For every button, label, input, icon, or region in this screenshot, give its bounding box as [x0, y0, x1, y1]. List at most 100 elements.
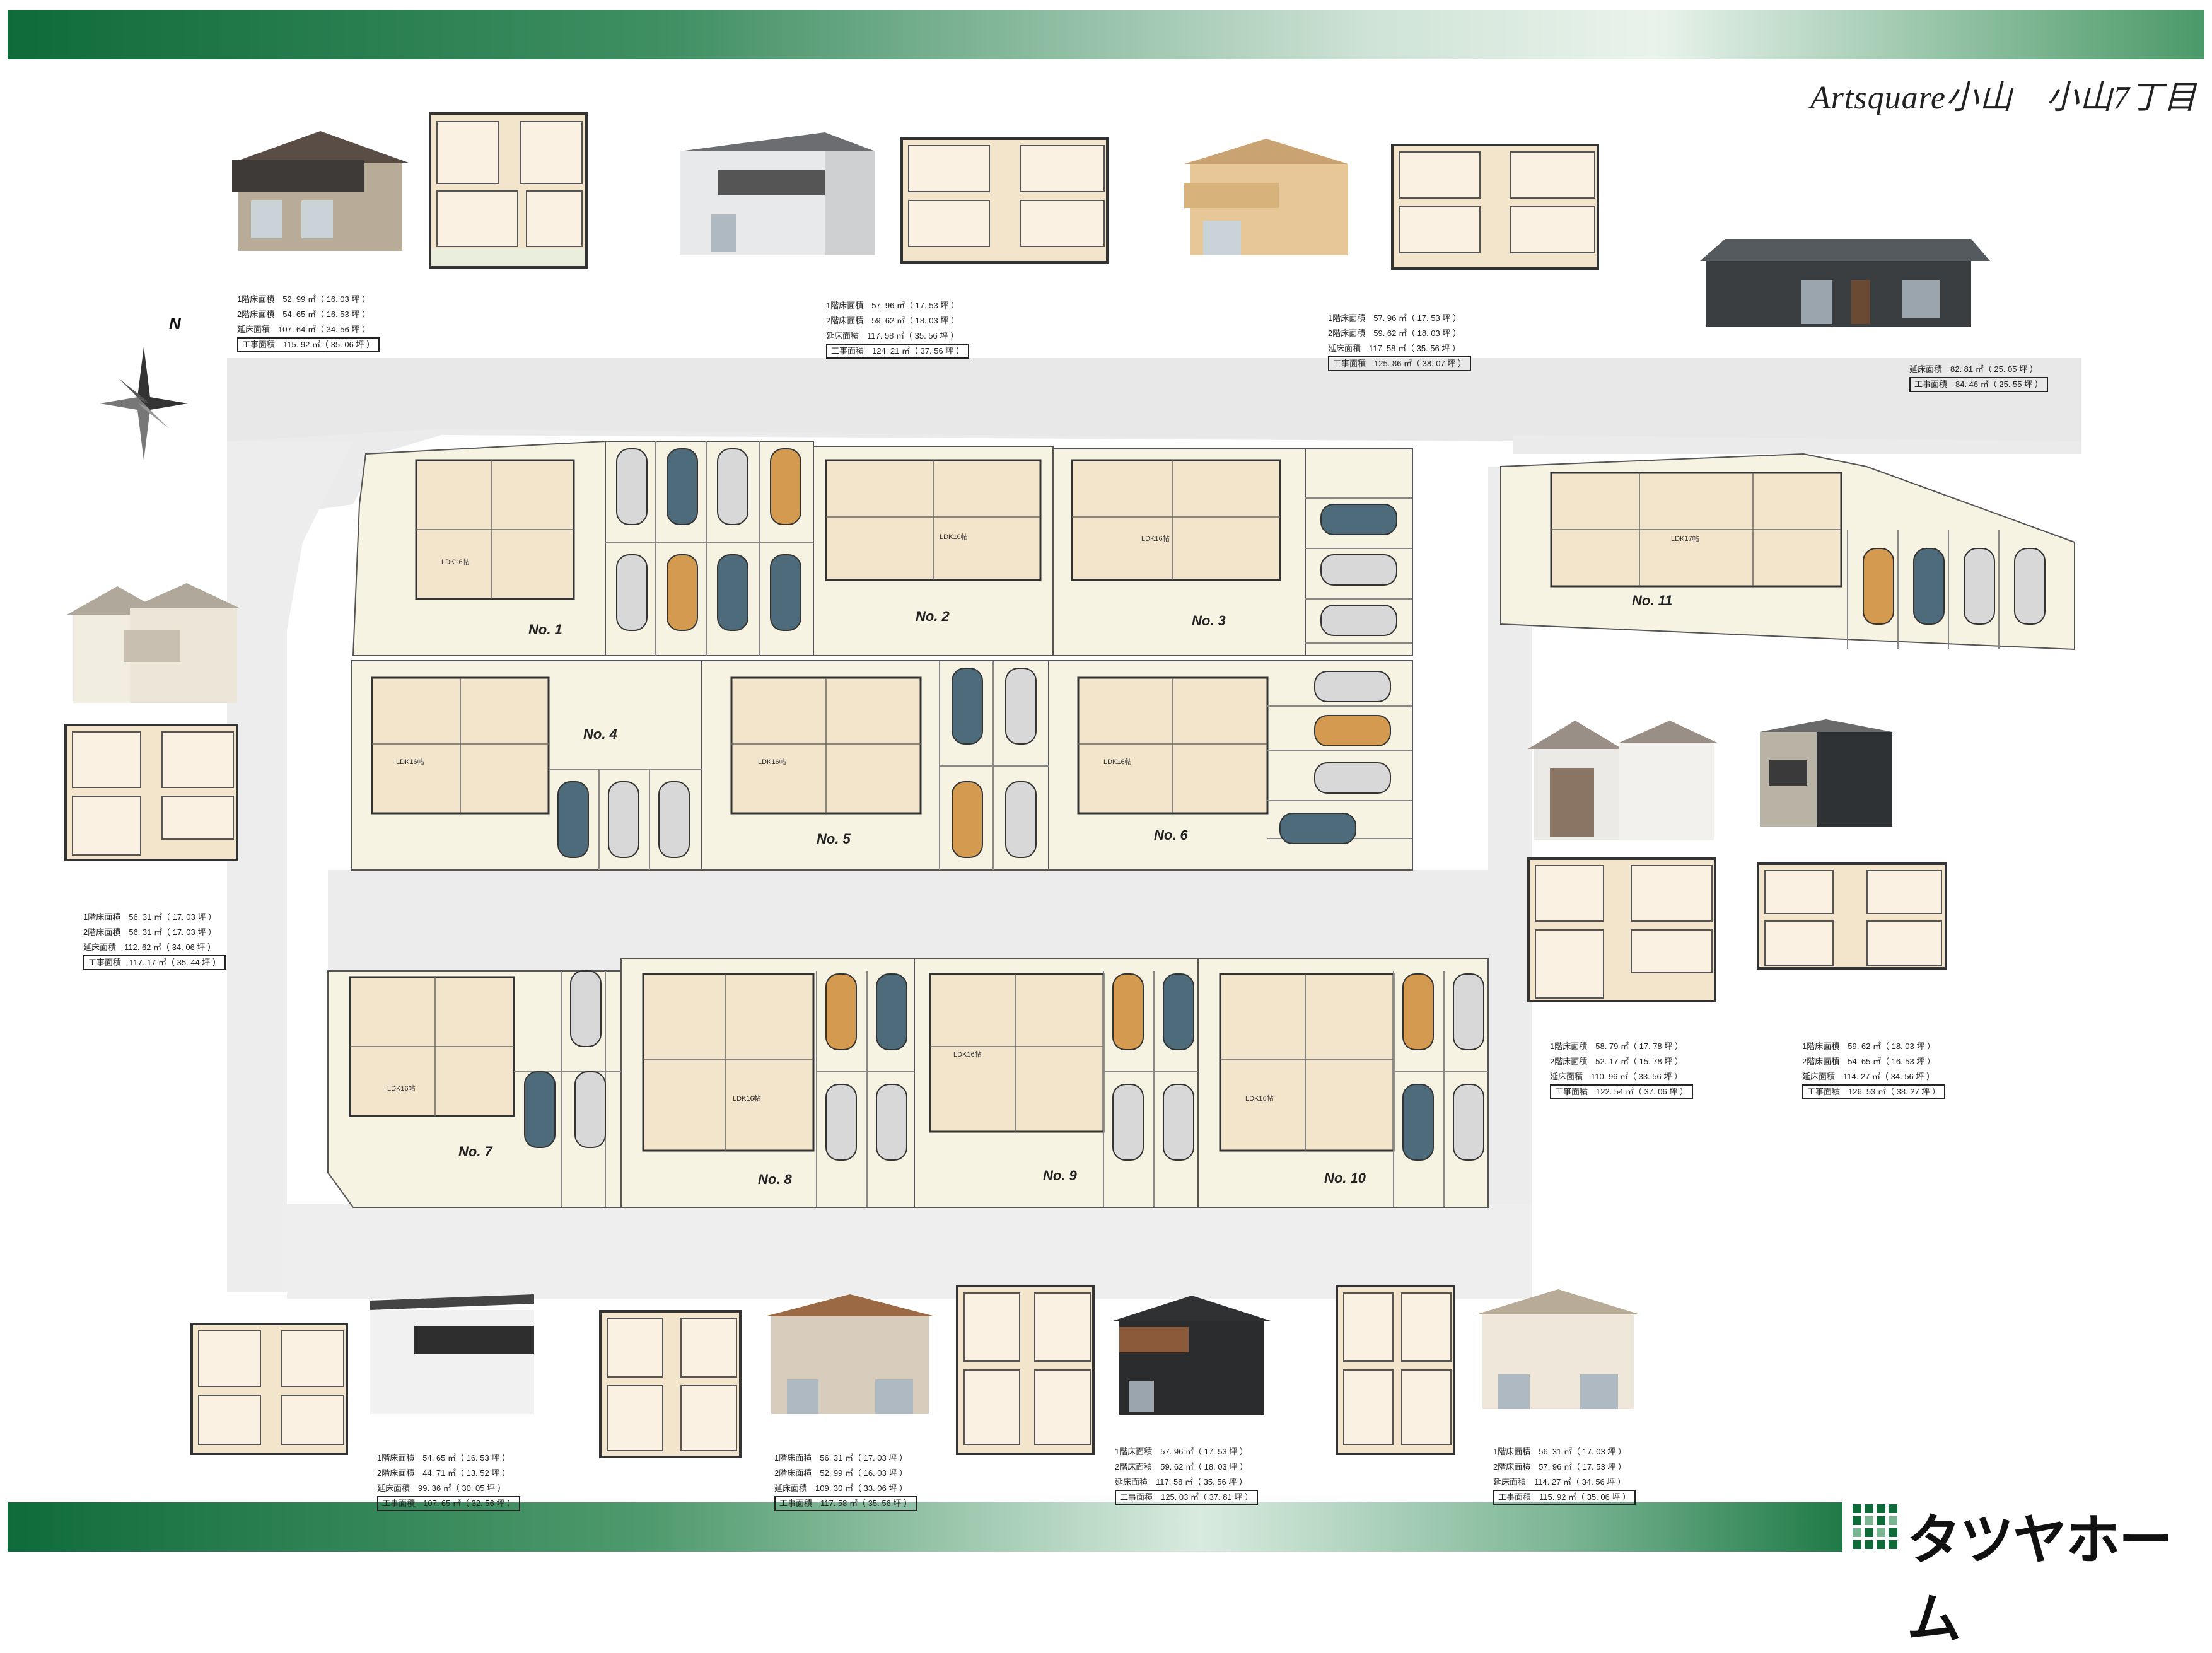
header-band — [8, 10, 2204, 59]
spec-j: 1階床面積 57. 96 ㎡（ 17. 53 坪 ）2階床面積 59. 62 ㎡… — [1115, 1414, 1258, 1520]
house-exterior-h — [370, 1294, 534, 1414]
car — [667, 448, 698, 525]
lot-label-2: No. 2 — [916, 608, 950, 624]
lot-label-5: No. 5 — [817, 831, 851, 847]
house-exterior-d — [1700, 239, 1990, 327]
car — [616, 554, 648, 631]
car — [1163, 973, 1194, 1050]
car — [952, 781, 983, 858]
lot-label-7: No. 7 — [458, 1144, 494, 1159]
car — [1913, 548, 1945, 625]
compass-label: N — [169, 314, 182, 333]
floor-plan-c — [1391, 144, 1599, 270]
house-10 — [1219, 973, 1395, 1152]
room-label: LDK16帖 — [940, 533, 968, 541]
lot-label-10: No. 10 — [1324, 1170, 1366, 1186]
compass-icon — [100, 347, 188, 460]
road-north-band — [227, 358, 2081, 441]
car — [1163, 1084, 1194, 1161]
floor-plan-a — [429, 112, 588, 269]
car — [574, 1071, 606, 1148]
house-exterior-a — [232, 131, 409, 251]
spec-g: 1階床面積 59. 62 ㎡（ 18. 03 坪 ）2階床面積 54. 65 ㎡… — [1802, 1009, 1945, 1115]
room-label: LDK17帖 — [1671, 535, 1699, 543]
floor-plan-i — [599, 1310, 742, 1458]
lot-label-8: No. 8 — [758, 1171, 793, 1187]
car — [876, 973, 907, 1050]
road-south — [287, 1204, 1532, 1299]
car — [667, 554, 698, 631]
car — [1314, 762, 1391, 794]
car — [524, 1071, 556, 1148]
car — [1964, 548, 1995, 625]
floor-plan-j — [956, 1285, 1095, 1455]
car — [1320, 605, 1397, 636]
car — [825, 1084, 857, 1161]
house-8 — [642, 973, 815, 1152]
car — [770, 554, 801, 631]
spec-i: 1階床面積 56. 31 ㎡（ 17. 03 坪 ）2階床面積 52. 99 ㎡… — [774, 1420, 917, 1526]
footer-band — [8, 1502, 1842, 1552]
car — [717, 554, 748, 631]
room-label: LDK16帖 — [1245, 1094, 1274, 1103]
car — [1320, 554, 1397, 586]
spec-k: 1階床面積 56. 31 ㎡（ 17. 03 坪 ）2階床面積 57. 96 ㎡… — [1493, 1414, 1636, 1520]
car — [1314, 671, 1391, 702]
house-exterior-f — [1528, 721, 1717, 840]
road-west-curve — [227, 441, 353, 1292]
floor-plan-b — [900, 137, 1109, 264]
room-label: LDK16帖 — [1103, 758, 1132, 766]
house-9 — [929, 973, 1105, 1133]
house-exterior-b — [680, 132, 875, 255]
floor-plan-f — [1527, 857, 1716, 1002]
house-exterior-k — [1476, 1289, 1640, 1409]
room-label: LDK16帖 — [387, 1084, 416, 1093]
site-map: N No. 1 No. 2 No. 3 No. 4 No. 5 No. 6 No… — [100, 314, 2081, 1299]
car — [1112, 973, 1144, 1050]
car — [1112, 1084, 1144, 1161]
spec-f: 1階床面積 58. 79 ㎡（ 17. 78 坪 ）2階床面積 52. 17 ㎡… — [1550, 1009, 1693, 1115]
car — [1005, 781, 1037, 858]
spec-b: 1階床面積 57. 96 ㎡（ 17. 53 坪 ）2階床面積 59. 62 ㎡… — [826, 268, 969, 374]
road-east — [1488, 467, 1532, 1286]
car — [608, 781, 639, 858]
room-label: LDK16帖 — [733, 1094, 761, 1103]
floor-plan-e — [64, 724, 238, 861]
page-title: Artsquare小山 小山7丁目 — [1810, 80, 2197, 116]
car — [557, 781, 589, 858]
house-exterior-e — [67, 583, 240, 703]
lot-label-4: No. 4 — [583, 726, 617, 742]
road-middle — [328, 870, 1501, 971]
car — [1279, 813, 1356, 844]
spec-a: 1階床面積 52. 99 ㎡（ 16. 03 坪 ）2階床面積 54. 65 ㎡… — [237, 262, 380, 368]
car — [770, 448, 801, 525]
floor-plan-h — [190, 1323, 348, 1455]
spec-c: 1階床面積 57. 96 ㎡（ 17. 53 坪 ）2階床面積 59. 62 ㎡… — [1328, 281, 1471, 386]
car — [616, 448, 648, 525]
room-label: LDK16帖 — [1141, 535, 1170, 543]
car — [876, 1084, 907, 1161]
spec-h: 1階床面積 54. 65 ㎡（ 16. 53 坪 ）2階床面積 44. 71 ㎡… — [377, 1420, 520, 1526]
car — [952, 668, 983, 745]
room-label: LDK16帖 — [396, 758, 424, 766]
floor-plan-g — [1757, 862, 1947, 970]
lot-label-11: No. 11 — [1632, 593, 1672, 608]
logo-mark-icon — [1853, 1504, 1897, 1549]
floor-plan-k — [1336, 1285, 1455, 1455]
car — [1863, 548, 1894, 625]
house-exterior-i — [765, 1294, 935, 1414]
car — [1453, 1084, 1484, 1161]
lot-label-9: No. 9 — [1043, 1168, 1078, 1183]
car — [2014, 548, 2046, 625]
house-3 — [1071, 459, 1281, 581]
lot-label-1: No. 1 — [528, 622, 562, 637]
car — [717, 448, 748, 525]
car — [1314, 715, 1391, 746]
car — [1402, 1084, 1434, 1161]
spec-d: 延床面積 82. 81 ㎡（ 25. 05 坪 ）工事面積 84. 46 ㎡（ … — [1909, 332, 2048, 407]
lot-label-3: No. 3 — [1192, 613, 1226, 629]
car — [825, 973, 857, 1050]
room-label: LDK16帖 — [758, 758, 786, 766]
lot-label-6: No. 6 — [1154, 827, 1189, 843]
car — [570, 970, 602, 1047]
